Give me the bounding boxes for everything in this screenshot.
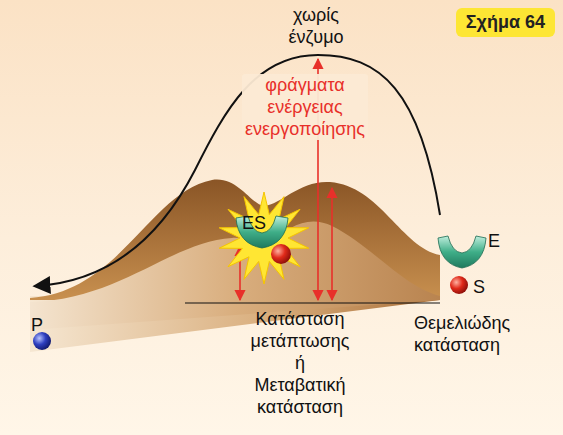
energy-profile-front (30, 221, 440, 330)
activation-arrow (331, 188, 333, 300)
figure-number: Σχήμα 64 (466, 12, 545, 33)
substrate-ball (271, 244, 291, 264)
curve-label: χωρίς ένζυμο (288, 4, 343, 48)
enzyme-shape (438, 236, 486, 268)
ground-state-label: Θεμελιώδης κατάσταση (414, 312, 510, 356)
ground-level-line (185, 302, 440, 303)
enzyme-label: E (488, 230, 500, 252)
transition-state-label: Κατάσταση μετάπτωσης ή Μεταβατική κατάστ… (251, 308, 350, 418)
product-label: P (31, 314, 43, 336)
complex-label: ES (242, 212, 266, 234)
activation-energy-label: φράγματα ενέργειας ενεργοποίησης (242, 74, 368, 140)
transition-starburst (219, 192, 309, 284)
no-enzyme-curve (36, 55, 440, 286)
substrate-ball (450, 276, 468, 294)
substrate-label: S (473, 276, 485, 298)
figure-label-box: Σχήμα 64 (456, 8, 555, 37)
